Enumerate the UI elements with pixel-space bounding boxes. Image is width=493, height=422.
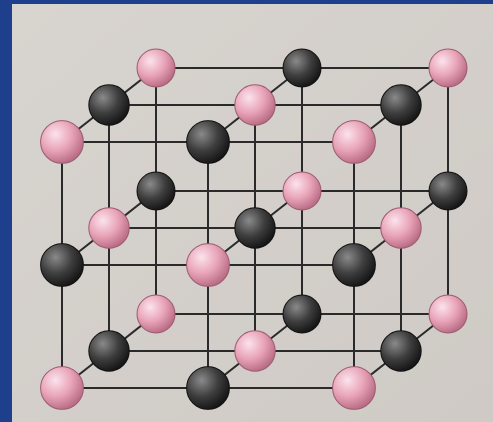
atom-dark [282,48,322,88]
atom-pink [428,294,468,334]
atom-pink [40,120,84,164]
atom-pink [234,84,276,126]
atom-pink [332,120,376,164]
atom-pink [428,48,468,88]
atom-pink [282,171,322,211]
atom-dark [380,330,422,372]
atoms-group [40,48,468,410]
atom-pink [88,207,130,249]
atom-pink [234,330,276,372]
atom-dark [428,171,468,211]
atom-pink [40,366,84,410]
atom-dark [88,84,130,126]
atom-dark [40,243,84,287]
atom-pink [380,207,422,249]
atom-dark [332,243,376,287]
atom-dark [136,171,176,211]
atom-pink [136,294,176,334]
atom-dark [380,84,422,126]
atom-dark [282,294,322,334]
atom-pink [136,48,176,88]
atom-dark [88,330,130,372]
atom-dark [234,207,276,249]
atom-pink [186,243,230,287]
atom-dark [186,366,230,410]
atom-dark [186,120,230,164]
atom-pink [332,366,376,410]
